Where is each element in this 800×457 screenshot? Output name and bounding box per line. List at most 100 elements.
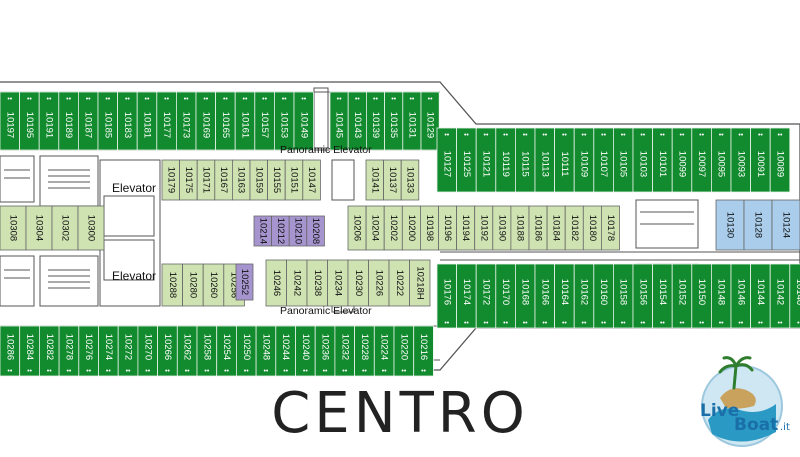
cabin-number: 10119	[500, 151, 511, 177]
cabin-10218H[interactable]	[409, 259, 431, 307]
cabin-10216[interactable]	[413, 325, 434, 377]
panoramic-elevator-label-upper: Panoramic Elevator	[280, 144, 372, 156]
cabin-number: 10166	[539, 279, 550, 305]
cabin-row-top-outer-mid: ••10145••10143••10139••10135••10131••101…	[329, 91, 440, 151]
cabin-number: 10155	[271, 167, 282, 193]
berth-dots-icon: ••	[484, 320, 489, 327]
liveboat-logo: Live Boat .it	[700, 356, 790, 447]
cabin-number: 10288	[167, 272, 178, 298]
berth-dots-icon: ••	[66, 368, 71, 375]
berth-dots-icon: ••	[362, 368, 367, 375]
cabin-number: 10195	[24, 112, 35, 138]
berth-dots-icon: ••	[428, 96, 433, 103]
cabin-number: 10234	[332, 270, 343, 296]
berth-dots-icon: ••	[660, 132, 665, 139]
cabin-number: 10146	[735, 279, 746, 305]
cabin-10133[interactable]	[400, 159, 420, 201]
cabin-number: 10280	[187, 272, 198, 298]
cabin-number: 10151	[289, 167, 300, 193]
cabin-number: 10145	[334, 112, 345, 138]
cabin-10178[interactable]	[601, 205, 620, 251]
cabin-number: 10115	[520, 151, 531, 177]
cabin-10252[interactable]	[235, 263, 254, 301]
berth-dots-icon: ••	[303, 368, 308, 375]
cabin-10147[interactable]	[302, 159, 321, 201]
cabin-number: 10196	[442, 215, 453, 241]
berth-dots-icon: ••	[680, 132, 685, 139]
cabin-number: 10226	[373, 270, 384, 296]
cabin-number: 10258	[201, 334, 212, 360]
cabin-number: 10202	[388, 215, 399, 241]
cabin-number: 10220	[398, 334, 409, 360]
berth-dots-icon: ••	[699, 132, 704, 139]
cabin-number: 10246	[271, 270, 282, 296]
deck-title: CENTRO	[271, 381, 529, 446]
cabin-10124[interactable]	[771, 199, 800, 251]
berth-dots-icon: ••	[562, 132, 567, 139]
cabin-number: 10232	[339, 334, 350, 360]
berth-dots-icon: ••	[738, 132, 743, 139]
cabin-number: 10178	[605, 215, 616, 241]
berth-dots-icon: ••	[355, 96, 360, 103]
cabin-number: 10302	[60, 215, 71, 241]
cabin-number: 10163	[236, 167, 247, 193]
cabin-10208[interactable]	[306, 215, 325, 247]
cabin-number: 10284	[24, 334, 35, 360]
berth-dots-icon: ••	[47, 368, 52, 375]
cabin-number: 10214	[257, 218, 268, 244]
cabins: ••10197••10195••10191••10189••10187••101…	[0, 91, 800, 377]
cabin-number: 10168	[520, 279, 531, 305]
berth-dots-icon: ••	[601, 132, 606, 139]
berth-dots-icon: ••	[145, 96, 150, 103]
cabin-10128[interactable]	[743, 199, 773, 251]
berth-dots-icon: ••	[224, 368, 229, 375]
berth-dots-icon: ••	[203, 96, 208, 103]
berth-dots-icon: ••	[283, 368, 288, 375]
berth-dots-icon: ••	[758, 132, 763, 139]
cabin-number: 10169	[200, 112, 211, 138]
cabin-number: 10143	[352, 112, 363, 138]
cabin-10089[interactable]	[769, 127, 791, 193]
elevator-label-lower: Elevator	[112, 269, 156, 283]
cabin-10300[interactable]	[77, 205, 105, 251]
cabin-number: 10161	[240, 112, 251, 138]
cabin-number: 10125	[461, 151, 472, 177]
panoramic-elevator-label-lower: Panoramic Elevator	[280, 305, 372, 317]
berth-dots-icon: ••	[185, 368, 190, 375]
hull-outline	[0, 81, 800, 371]
cabin-number: 10183	[122, 112, 133, 138]
cabin-number: 10147	[306, 167, 317, 193]
cabin-number: 10172	[481, 279, 492, 305]
cabin-number: 10236	[320, 334, 331, 360]
berth-dots-icon: ••	[797, 320, 800, 327]
cabin-number: 10124	[781, 212, 792, 238]
cabin-number: 10260	[208, 272, 219, 298]
cabin-row-bottom-outer-fore: ••10286••10284••10282••10278••10276••102…	[0, 325, 434, 377]
cabin-number: 10189	[63, 112, 74, 138]
cabin-number: 10187	[83, 112, 94, 138]
cabin-number: 10252	[239, 269, 250, 295]
cabin-number: 10099	[677, 151, 688, 177]
berth-dots-icon: ••	[337, 96, 342, 103]
cabin-number: 10095	[716, 151, 727, 177]
cabin-10130[interactable]	[715, 199, 745, 251]
cabin-number: 10105	[618, 151, 629, 177]
berth-dots-icon: ••	[391, 96, 396, 103]
cabin-10302[interactable]	[51, 205, 79, 251]
cabin-number: 10111	[559, 151, 570, 176]
cabin-number: 10103	[637, 151, 648, 177]
cabin-number: 10300	[86, 215, 97, 241]
cabin-number: 10137	[387, 167, 398, 193]
cabin-number: 10191	[44, 112, 55, 138]
cabin-number: 10173	[181, 112, 192, 138]
berth-dots-icon: ••	[444, 132, 449, 139]
cabin-number: 10121	[481, 151, 492, 177]
cabin-number: 10148	[716, 279, 727, 305]
cabin-10149[interactable]	[293, 91, 315, 151]
cabin-number: 10093	[735, 151, 746, 177]
cabin-10129[interactable]	[420, 91, 440, 151]
cabin-10308[interactable]	[0, 205, 27, 251]
